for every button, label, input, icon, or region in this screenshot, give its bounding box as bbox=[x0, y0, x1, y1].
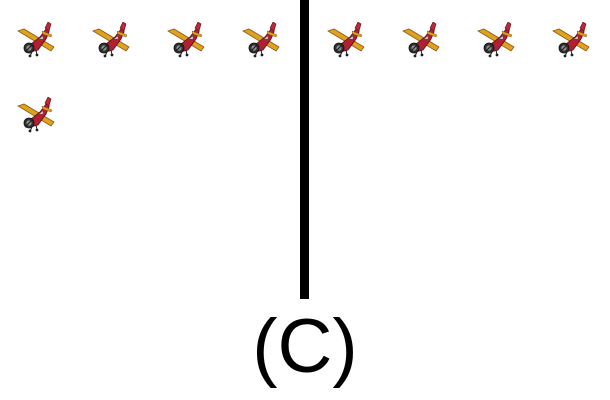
divider-line bbox=[300, 0, 309, 299]
airplane-icon bbox=[477, 22, 515, 58]
airplane-icon bbox=[327, 22, 365, 58]
airplane-icon bbox=[92, 22, 130, 58]
airplane-icon bbox=[552, 22, 590, 58]
airplane-icon bbox=[167, 22, 205, 58]
airplane-icon bbox=[17, 97, 55, 133]
caption-label: (C) bbox=[252, 304, 358, 389]
airplane-icon bbox=[402, 22, 440, 58]
airplane-icon bbox=[242, 22, 280, 58]
airplane-icon bbox=[17, 22, 55, 58]
right-group bbox=[310, 0, 610, 300]
left-group bbox=[0, 0, 300, 300]
